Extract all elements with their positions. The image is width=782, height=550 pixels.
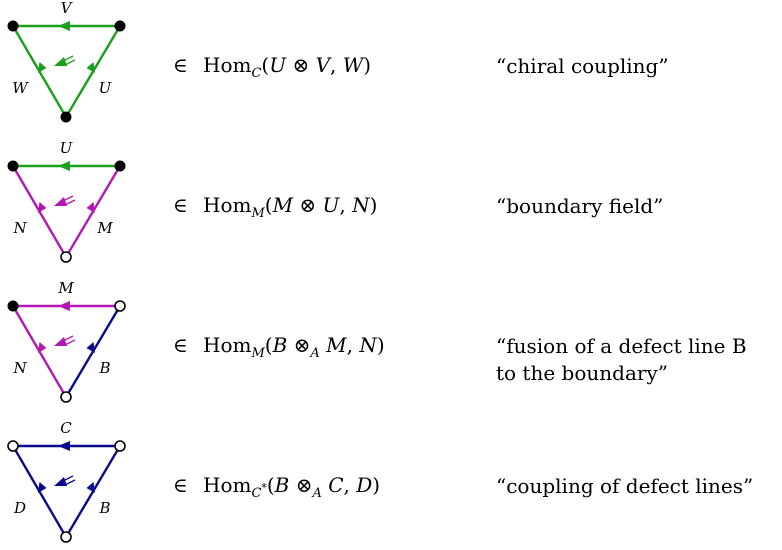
double-arrow-marker	[54, 475, 76, 486]
description-line: “boundary field”	[496, 194, 664, 218]
element-of-symbol: ∈	[173, 53, 188, 77]
double-arrow-marker	[54, 55, 76, 66]
hom-operator-sub: A	[310, 346, 320, 361]
row-description: “coupling of defect lines”	[496, 473, 753, 500]
row-description: “fusion of a defect line B to the bounda…	[496, 333, 747, 387]
hom-category: C	[251, 66, 262, 81]
left-edge-label: W	[12, 79, 29, 97]
row-description: “boundary field”	[496, 193, 663, 220]
description-line: “coupling of defect lines”	[496, 474, 754, 498]
hom-arg1: B	[272, 333, 288, 357]
hom-category: C	[251, 486, 262, 501]
hom-space-formula: HomM(B ⊗A M, N)	[203, 333, 385, 361]
top-edge-arrowhead	[58, 441, 70, 451]
diagram-row-defect-fusion: M N B ∈ HomM(B ⊗A M, N) “fusion of a def…	[0, 280, 782, 410]
right-edge-label: U	[99, 79, 113, 97]
diagram-row-defect-coupling: C D B ∈ HomC*(B ⊗A C, D) “coupling of de…	[0, 420, 782, 550]
hom-target: N	[352, 193, 370, 217]
row-description: “chiral coupling”	[496, 53, 669, 80]
left-edge-label: N	[12, 219, 27, 237]
hom-name: Hom	[203, 53, 252, 77]
double-arrow-marker	[54, 195, 76, 206]
top-edge-label: V	[61, 0, 74, 17]
hom-operator-sub: A	[312, 486, 322, 501]
top-edge-arrowhead	[58, 21, 70, 31]
left-edge-arrowhead	[38, 482, 47, 493]
top-left-vertex	[7, 20, 19, 32]
right-edge-arrowhead	[86, 482, 95, 493]
hom-operator: ⊗	[293, 333, 311, 357]
hom-arg1: U	[269, 53, 287, 77]
right-edge-label: B	[98, 499, 110, 517]
bottom-vertex	[60, 391, 72, 403]
top-right-vertex	[114, 300, 126, 312]
right-edge-label: B	[98, 359, 110, 377]
top-left-vertex	[7, 300, 19, 312]
description-line: “chiral coupling”	[496, 54, 669, 78]
triangle-diagram: U N M	[7, 140, 126, 263]
diagram-row-boundary-field: U N M ∈ HomM(M ⊗ U, N) “boundary field”	[0, 140, 782, 270]
hom-name: Hom	[203, 473, 252, 497]
top-left-vertex	[7, 440, 19, 452]
top-edge-arrowhead	[58, 161, 70, 171]
description-line: to the boundary”	[496, 361, 668, 385]
hom-target: W	[342, 53, 364, 77]
hom-arg1: M	[272, 193, 294, 217]
hom-space-formula: HomC(U ⊗ V, W)	[203, 53, 372, 81]
element-of-symbol: ∈	[173, 473, 188, 497]
left-edge-arrowhead	[38, 202, 47, 213]
diagram-row-chiral-coupling: V W U ∈ HomC(U ⊗ V, W) “chiral coupling”	[0, 0, 782, 130]
hom-name: Hom	[203, 333, 252, 357]
hom-space-formula: HomC*(B ⊗A C, D)	[203, 473, 381, 501]
top-right-vertex	[114, 160, 126, 172]
top-right-vertex	[114, 20, 126, 32]
element-of-symbol: ∈	[173, 193, 188, 217]
top-edge-label: U	[60, 140, 74, 157]
right-edge-arrowhead	[86, 342, 95, 353]
hom-arg1: B	[274, 473, 290, 497]
hom-category: M	[251, 206, 265, 221]
hom-arg2: C	[328, 473, 344, 497]
double-arrow-marker	[54, 335, 76, 346]
bottom-vertex	[60, 531, 72, 543]
hom-arg2: M	[326, 333, 347, 357]
hom-target: D	[356, 473, 373, 497]
hom-name: Hom	[203, 193, 252, 217]
hom-arg2: U	[322, 193, 340, 217]
top-right-vertex	[114, 440, 126, 452]
hom-operator: ⊗	[292, 53, 310, 77]
hom-category-star: *	[261, 481, 267, 495]
top-edge-label: C	[60, 420, 72, 437]
right-edge-arrowhead	[86, 202, 95, 213]
left-edge-label: D	[13, 499, 26, 517]
description-line: “fusion of a defect line B	[496, 334, 747, 358]
top-left-vertex	[7, 160, 19, 172]
right-edge-arrowhead	[86, 62, 95, 73]
triangle-diagram: M N B	[7, 280, 126, 403]
hom-operator: ⊗	[299, 193, 317, 217]
hom-target: N	[359, 333, 377, 357]
top-edge-label: M	[57, 280, 74, 297]
left-edge-arrowhead	[38, 62, 47, 73]
hom-operator: ⊗	[295, 473, 313, 497]
triangle-diagram: C D B	[7, 420, 126, 543]
left-edge-label: N	[12, 359, 27, 377]
left-edge-arrowhead	[38, 342, 47, 353]
bottom-vertex	[60, 251, 72, 263]
hom-category: M	[251, 346, 265, 361]
hom-space-formula: HomM(M ⊗ U, N)	[203, 193, 378, 221]
hom-arg2: V	[315, 53, 331, 77]
bottom-vertex	[60, 111, 72, 123]
triangle-diagram: V W U	[7, 0, 126, 123]
right-edge-label: M	[96, 219, 113, 237]
element-of-symbol: ∈	[173, 333, 188, 357]
top-edge-arrowhead	[58, 301, 70, 311]
